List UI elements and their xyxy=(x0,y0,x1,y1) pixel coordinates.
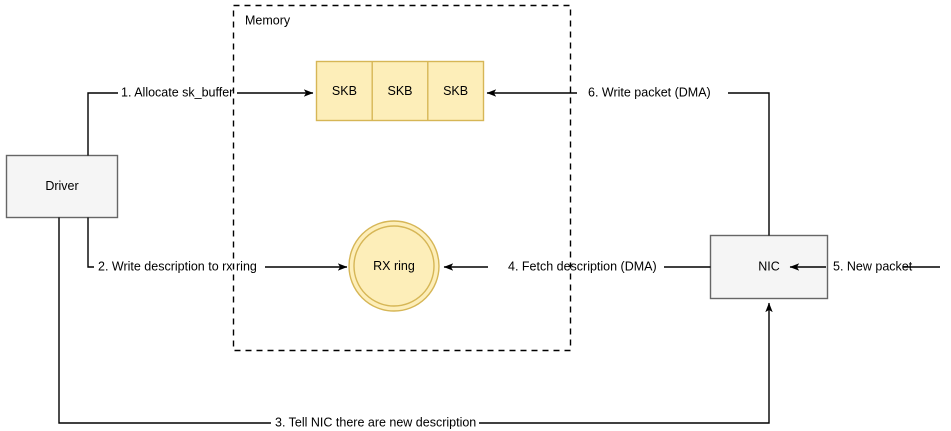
skb-cell-3-label: SKB xyxy=(443,84,468,98)
driver-node xyxy=(5,154,119,219)
edge-4-label: 4. Fetch description (DMA) xyxy=(508,259,657,273)
rx-ring-inner-circle xyxy=(353,225,435,307)
nic-label: NIC xyxy=(758,259,780,273)
edge-3-path-left xyxy=(58,217,271,424)
edge-1-label: 1. Allocate sk_buffer xyxy=(121,85,233,99)
rx-ring-label: RX ring xyxy=(373,259,415,273)
edge-3-label: 3. Tell NIC there are new description xyxy=(275,415,476,429)
edge-6-label: 6. Write packet (DMA) xyxy=(588,85,711,99)
edge-2-label: 2. Write description to rx ring xyxy=(98,259,257,273)
edge-5-label: 5. New packet xyxy=(833,259,913,273)
skb-cell-1-label: SKB xyxy=(332,84,357,98)
edge-3-path-right xyxy=(479,302,773,424)
driver-label: Driver xyxy=(45,179,78,193)
skb-cell-2-label: SKB xyxy=(387,84,412,98)
edge-2-path-left xyxy=(87,217,94,268)
edge-6-path-right xyxy=(728,92,770,236)
edge-1-path-left xyxy=(87,92,118,156)
skb-buffer-group xyxy=(315,60,485,122)
memory-boundary xyxy=(232,4,572,352)
memory-label: Memory xyxy=(245,13,291,27)
